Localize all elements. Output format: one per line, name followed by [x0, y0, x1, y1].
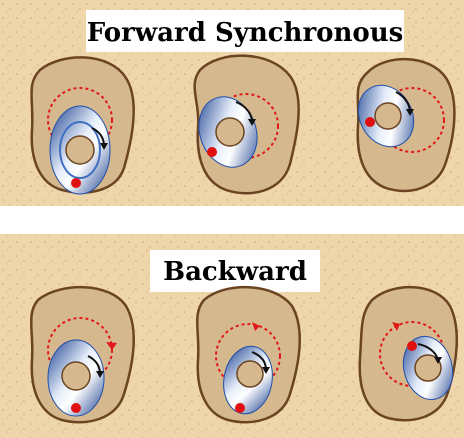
- marker-dot: [365, 117, 375, 127]
- panel-backward: Backward: [0, 234, 464, 438]
- marker-dot: [71, 403, 81, 413]
- borehole-2: [189, 56, 298, 194]
- shaft-hole: [62, 362, 90, 390]
- panel-forward-synchronous: Forward Synchronous: [0, 0, 464, 206]
- panel-title: Backward: [163, 257, 307, 287]
- borehole-6: [360, 287, 460, 420]
- marker-dot: [407, 341, 417, 351]
- shaft-hole: [216, 118, 244, 146]
- borehole-4: [31, 287, 133, 422]
- marker-dot: [71, 178, 81, 188]
- panel-title: Forward Synchronous: [87, 18, 404, 48]
- shaft-hole: [66, 136, 94, 164]
- marker-dot: [207, 147, 217, 157]
- shaft-hole: [375, 103, 401, 129]
- borehole-1: [32, 57, 134, 194]
- panel-separator: [0, 206, 464, 234]
- shaft-hole: [237, 361, 263, 387]
- marker-dot: [235, 403, 245, 413]
- borehole-5: [197, 287, 299, 422]
